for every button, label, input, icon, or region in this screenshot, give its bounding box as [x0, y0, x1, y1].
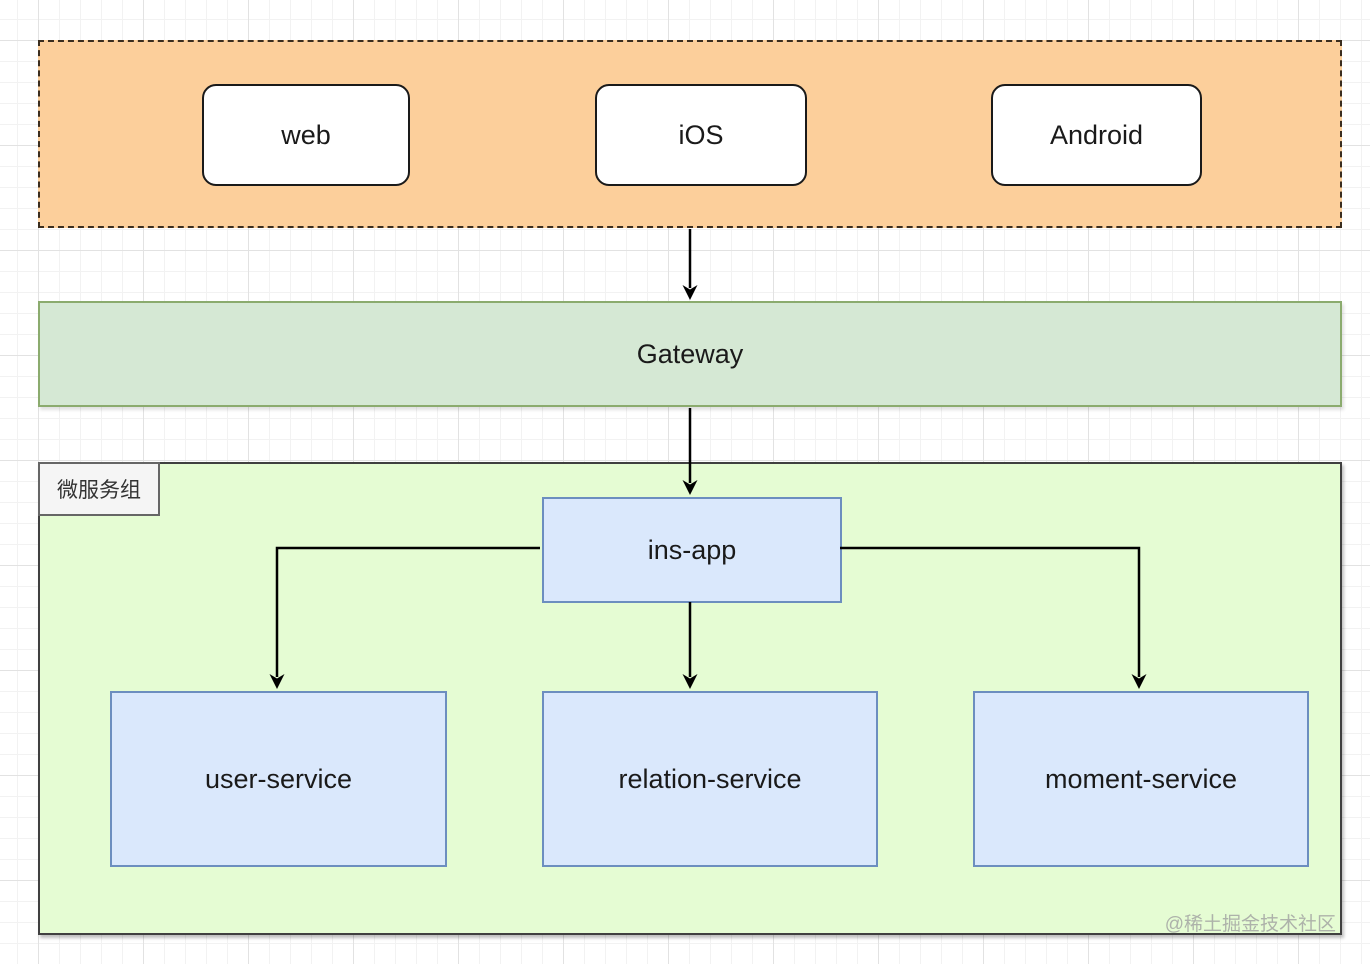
node-web: web	[202, 84, 410, 186]
clients-group: web iOS Android	[38, 40, 1342, 228]
node-moment-service: moment-service	[973, 691, 1309, 867]
microservices-group: 微服务组 ins-app user-service relation-servi…	[38, 462, 1342, 935]
node-gateway: Gateway	[38, 301, 1342, 407]
node-android: Android	[991, 84, 1202, 186]
node-ins-app: ins-app	[542, 497, 842, 603]
watermark: @稀土掘金技术社区	[1164, 914, 1336, 935]
microservices-group-label: 微服务组	[38, 462, 160, 516]
node-ios: iOS	[595, 84, 807, 186]
node-relation-service: relation-service	[542, 691, 878, 867]
node-user-service: user-service	[110, 691, 447, 867]
arrow-clients-to-gateway	[682, 229, 698, 300]
